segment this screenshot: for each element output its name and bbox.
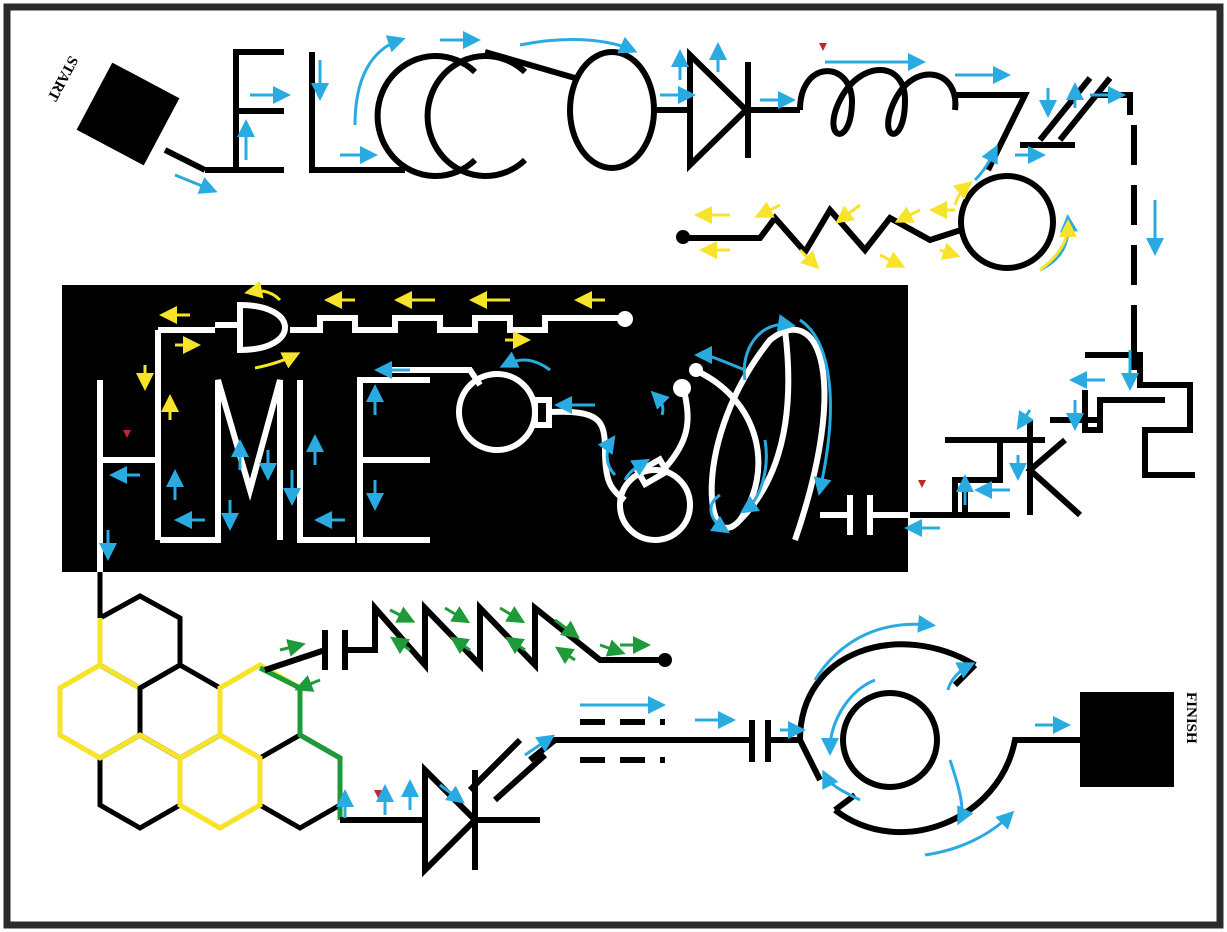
loop-trace — [693, 326, 828, 541]
finish-label: FINISH — [1183, 692, 1199, 744]
letter-e-trace — [233, 49, 284, 173]
bottom-wires — [264, 600, 1080, 878]
letter-l2-trace — [297, 380, 355, 543]
capacitor-3 — [680, 720, 800, 762]
node-dot-1 — [676, 230, 690, 244]
capacitor-2 — [467, 737, 548, 803]
ring-arc-top — [797, 641, 977, 741]
letter-c2-trace — [424, 53, 528, 179]
inductor — [797, 67, 959, 137]
hex-grid — [57, 572, 343, 831]
letter-m-trace — [160, 379, 283, 543]
letter-c1-trace — [374, 53, 478, 179]
ring-arc-bottom — [833, 737, 1080, 836]
red-markers — [123, 43, 926, 798]
ring-node — [958, 173, 1056, 271]
row1-wires — [205, 47, 1137, 380]
blue-arrows — [99, 31, 1164, 857]
node-dot-2 — [617, 311, 633, 327]
finish-terminal: FINISH — [1080, 692, 1199, 787]
bulb-2 — [617, 467, 693, 543]
and-gate — [215, 301, 288, 354]
node-dot-5 — [658, 653, 672, 667]
node-dot-4 — [689, 363, 703, 377]
node-dot-3 — [673, 379, 691, 397]
green-arrows — [279, 606, 651, 692]
capacitor-1 — [820, 495, 910, 535]
resistor-1 — [685, 204, 962, 258]
ring-inner — [840, 690, 940, 790]
diode-1 — [687, 47, 751, 173]
resistor-2 — [290, 315, 625, 333]
resistor-3 — [264, 600, 665, 673]
switch-blade-2 — [1057, 76, 1113, 142]
letter-h-trace — [97, 330, 161, 572]
letter-e2-trace — [357, 377, 430, 543]
yellow-arrows — [136, 181, 1077, 420]
